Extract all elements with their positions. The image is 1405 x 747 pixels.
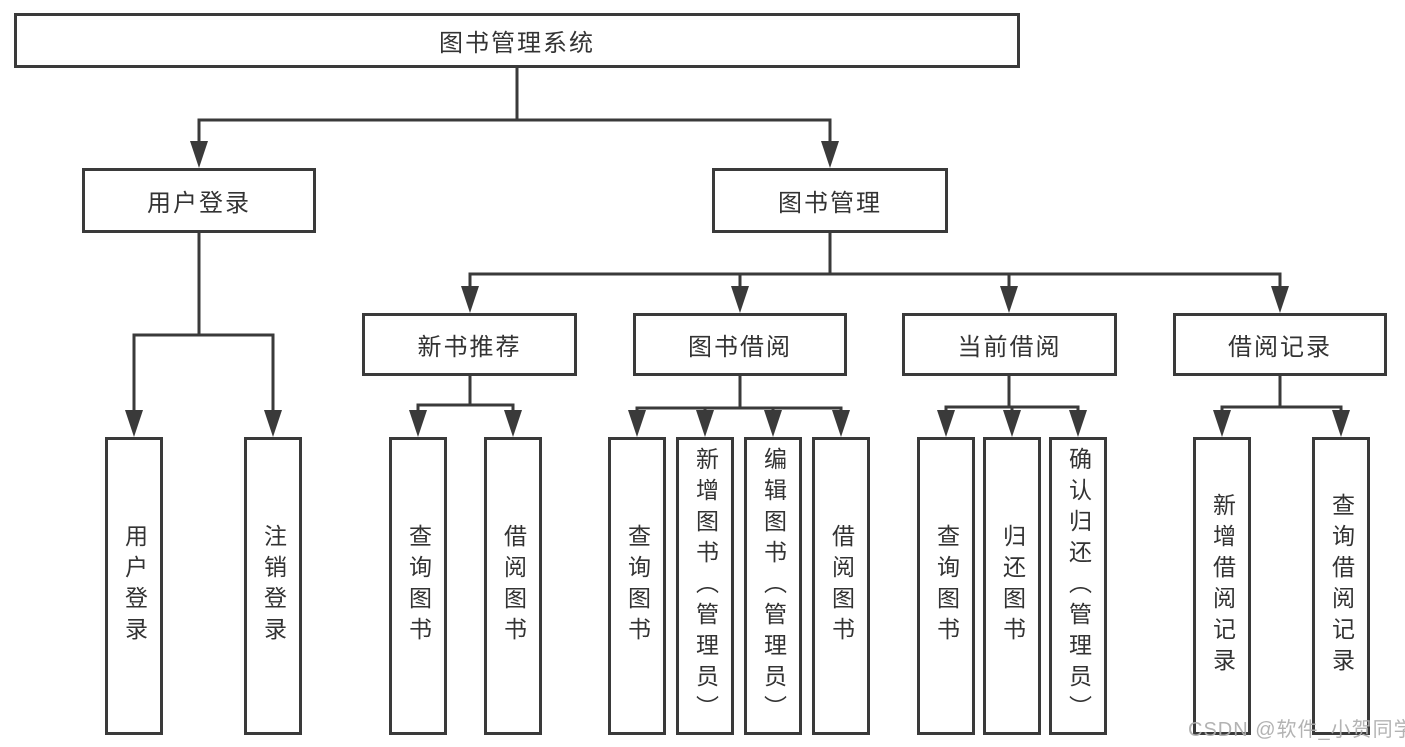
connector-line bbox=[132, 233, 275, 415]
leaf-label: 编辑图书（管理员） bbox=[760, 446, 787, 726]
leaf-label: 用户登录 bbox=[121, 524, 148, 648]
arrowhead bbox=[1069, 410, 1087, 437]
connector-line bbox=[197, 68, 832, 146]
node-current-borrow: 当前借阅 bbox=[902, 313, 1117, 376]
leaf-query-books-borrow: 查询图书 bbox=[608, 437, 666, 735]
leaf-add-borrow-record: 新增借阅记录 bbox=[1193, 437, 1251, 735]
leaf-user-login: 用户登录 bbox=[105, 437, 163, 735]
connector-book-borrow bbox=[628, 376, 850, 437]
connector-current-borrow bbox=[937, 376, 1087, 437]
leaf-label: 注销登录 bbox=[260, 524, 287, 648]
arrowhead bbox=[764, 410, 782, 437]
node-new-book-recommend: 新书推荐 bbox=[362, 313, 577, 376]
arrowhead bbox=[264, 410, 282, 437]
arrowhead bbox=[409, 410, 427, 437]
arrowhead bbox=[696, 410, 714, 437]
leaf-label: 新增图书（管理员） bbox=[692, 446, 719, 726]
leaf-borrow-books: 借阅图书 bbox=[812, 437, 870, 735]
arrowhead bbox=[1213, 410, 1231, 437]
leaf-label: 查询借阅记录 bbox=[1328, 493, 1355, 679]
node-borrow-records: 借阅记录 bbox=[1173, 313, 1387, 376]
connector-book-management bbox=[461, 233, 1289, 313]
leaf-label: 查询图书 bbox=[405, 524, 432, 648]
arrowhead bbox=[461, 286, 479, 313]
leaf-label: 归还图书 bbox=[999, 524, 1026, 648]
leaf-confirm-return-admin: 确认归还（管理员） bbox=[1049, 437, 1107, 735]
leaf-query-books-recommend: 查询图书 bbox=[389, 437, 447, 735]
node-user-login: 用户登录 bbox=[82, 168, 316, 233]
arrowhead bbox=[1003, 410, 1021, 437]
leaf-label: 借阅图书 bbox=[828, 524, 855, 648]
leaf-query-borrow-record: 查询借阅记录 bbox=[1312, 437, 1370, 735]
leaf-label: 查询图书 bbox=[933, 524, 960, 648]
node-book-borrow: 图书借阅 bbox=[633, 313, 847, 376]
leaf-query-books-current: 查询图书 bbox=[917, 437, 975, 735]
arrowhead bbox=[1332, 410, 1350, 437]
connector-borrow-records bbox=[1213, 376, 1350, 437]
connector-new-book-recommend bbox=[409, 376, 522, 437]
leaf-borrow-books-recommend: 借阅图书 bbox=[484, 437, 542, 735]
leaf-label: 借阅图书 bbox=[500, 524, 527, 648]
connector-line bbox=[944, 376, 1080, 415]
arrowhead bbox=[628, 410, 646, 437]
leaf-label: 确认归还（管理员） bbox=[1065, 446, 1092, 726]
arrowhead bbox=[125, 410, 143, 437]
arrowhead bbox=[190, 141, 208, 168]
leaf-label: 新增借阅记录 bbox=[1209, 493, 1236, 679]
arrowhead bbox=[1000, 286, 1018, 313]
leaf-label: 查询图书 bbox=[624, 524, 651, 648]
connector-line bbox=[416, 376, 515, 415]
connector-line bbox=[1220, 376, 1343, 415]
connector-line bbox=[468, 233, 1282, 291]
leaf-add-book-admin: 新增图书（管理员） bbox=[676, 437, 734, 735]
arrowhead bbox=[1271, 286, 1289, 313]
leaf-return-books: 归还图书 bbox=[983, 437, 1041, 735]
connector-user-login bbox=[125, 233, 282, 437]
arrowhead bbox=[731, 286, 749, 313]
connector-line bbox=[635, 376, 843, 415]
arrowhead bbox=[504, 410, 522, 437]
arrowhead bbox=[821, 141, 839, 168]
arrowhead bbox=[832, 410, 850, 437]
leaf-edit-book-admin: 编辑图书（管理员） bbox=[744, 437, 802, 735]
arrowhead bbox=[937, 410, 955, 437]
connector-root bbox=[190, 68, 839, 168]
leaf-logout: 注销登录 bbox=[244, 437, 302, 735]
node-book-management: 图书管理 bbox=[712, 168, 948, 233]
watermark: CSDN @软件_小贺同学 bbox=[1188, 719, 1405, 741]
node-root: 图书管理系统 bbox=[14, 13, 1020, 68]
